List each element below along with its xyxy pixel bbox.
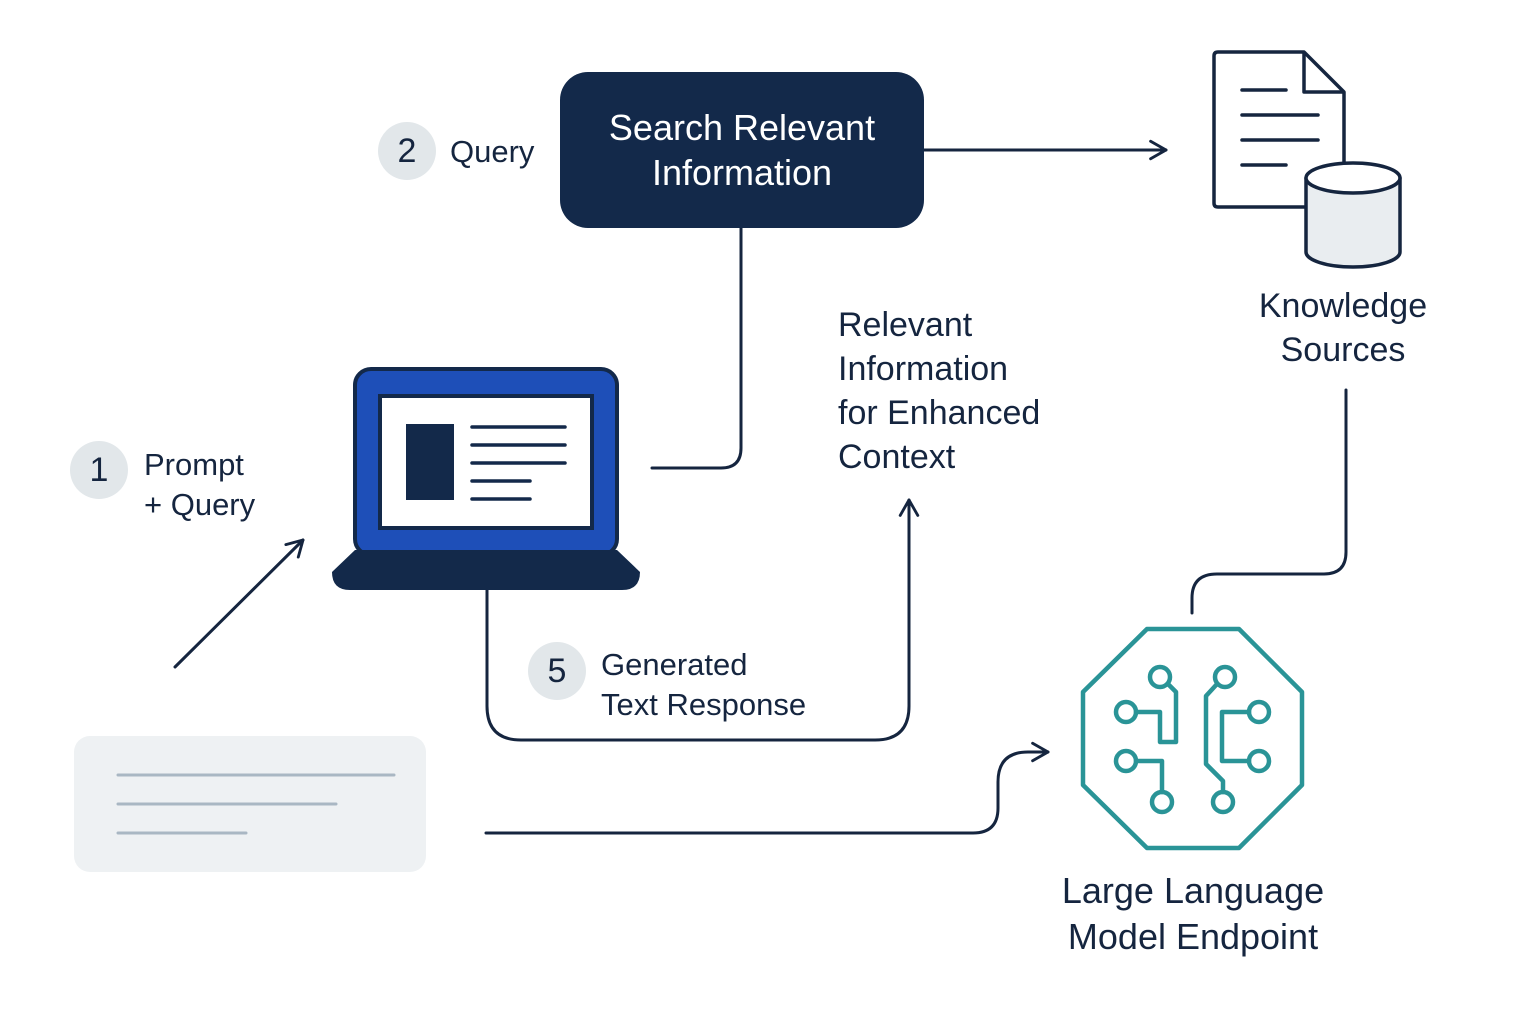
search-node-line-1: Search Relevant (608, 107, 876, 148)
step-5-label-line-1: Generated (601, 647, 748, 682)
relevant-info-line-2: Information (838, 350, 1009, 388)
step-1-badge: 1 (70, 441, 128, 499)
step-1-label: Prompt + Query (144, 445, 255, 525)
knowledge-sources-label: Knowledge Sources (1226, 284, 1460, 372)
relevant-info-line-1: Relevant (838, 306, 973, 344)
llm-label-line-2: Model Endpoint (1067, 916, 1319, 957)
knowledge-label-line-1: Knowledge (1258, 287, 1428, 325)
relevant-info-line-3: for Enhanced (838, 394, 1041, 432)
connector-knowledge-to-llm (1190, 388, 1348, 615)
step-2-label: Query (450, 134, 535, 169)
step-1-label-line-1: Prompt (144, 447, 244, 482)
knowledge-label-line-2: Sources (1280, 331, 1406, 369)
arrow-laptop-to-relevant-info (485, 498, 920, 742)
arrow-prompt-to-laptop (173, 538, 305, 669)
relevant-information-label: Relevant Information for Enhanced Contex… (838, 303, 1040, 479)
circuit-brain-icon (1080, 626, 1305, 851)
step-2-badge: 2 (378, 122, 436, 180)
step-5-label: Generated Text Response (601, 645, 806, 725)
step-5-badge: 5 (528, 642, 586, 700)
laptop-icon (332, 367, 640, 590)
arrow-prompt-to-llm (484, 741, 1050, 835)
document-database-icon (1212, 50, 1402, 269)
step-5-label-line-2: Text Response (601, 687, 807, 722)
relevant-info-line-4: Context (838, 438, 956, 476)
search-node-line-2: Information (651, 152, 833, 193)
llm-endpoint-label: Large Language Model Endpoint (1018, 868, 1368, 960)
text-box-icon (74, 736, 426, 872)
llm-label-line-1: Large Language (1061, 870, 1325, 911)
search-relevant-information-node: Search Relevant Information (560, 72, 924, 228)
connector-search-to-laptop (650, 226, 743, 470)
step-1-label-line-2: + Query (144, 487, 256, 522)
